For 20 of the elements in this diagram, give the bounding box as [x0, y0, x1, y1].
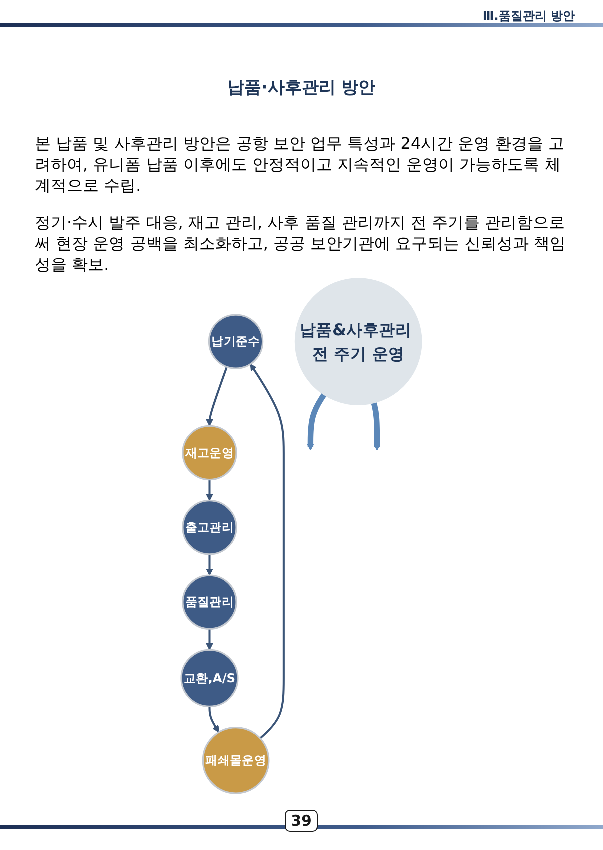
arrow	[208, 706, 220, 733]
node-circle: 납기준수	[208, 314, 264, 370]
arrow	[206, 554, 214, 576]
node-circle: 재고운영	[182, 425, 238, 481]
node-circle: 출고관리	[182, 500, 238, 556]
intro-paragraph: 본 납품 및 사후관리 방안은 공항 보안 업무 특성과 24시간 운영 환경을 고려하여, 유니폼 납품 이후에도 안정적이고 지속적인 운영이 가능하도록 체계적으로 수립.	[35, 134, 566, 197]
node-circle: 패쇄몰운영	[202, 726, 270, 794]
arrow	[371, 402, 381, 451]
arrow	[206, 480, 214, 502]
intro-paragraph: 정기·수시 발주 대응, 재고 관리, 사후 품질 관리까지 전 주기를 관리함으로써 현장 운영 공백을 최소화하고, 공공 보안기관에 요구되는 신뢰성과 책임성을 확보.	[35, 213, 567, 276]
node-circle: 납품&사후관리 전 주기 운영	[294, 278, 422, 406]
node-circle: 교환,A/S	[180, 649, 239, 708]
node-circle: 품질관리	[182, 574, 238, 630]
arrow	[206, 629, 214, 651]
section-header: Ⅲ.품질관리 방안	[482, 8, 575, 25]
arrow	[306, 393, 326, 451]
arrow	[206, 366, 228, 427]
page-number: 39	[285, 810, 318, 832]
page-title: 납품·사후관리 방안	[226, 77, 377, 99]
arrow	[250, 364, 285, 740]
